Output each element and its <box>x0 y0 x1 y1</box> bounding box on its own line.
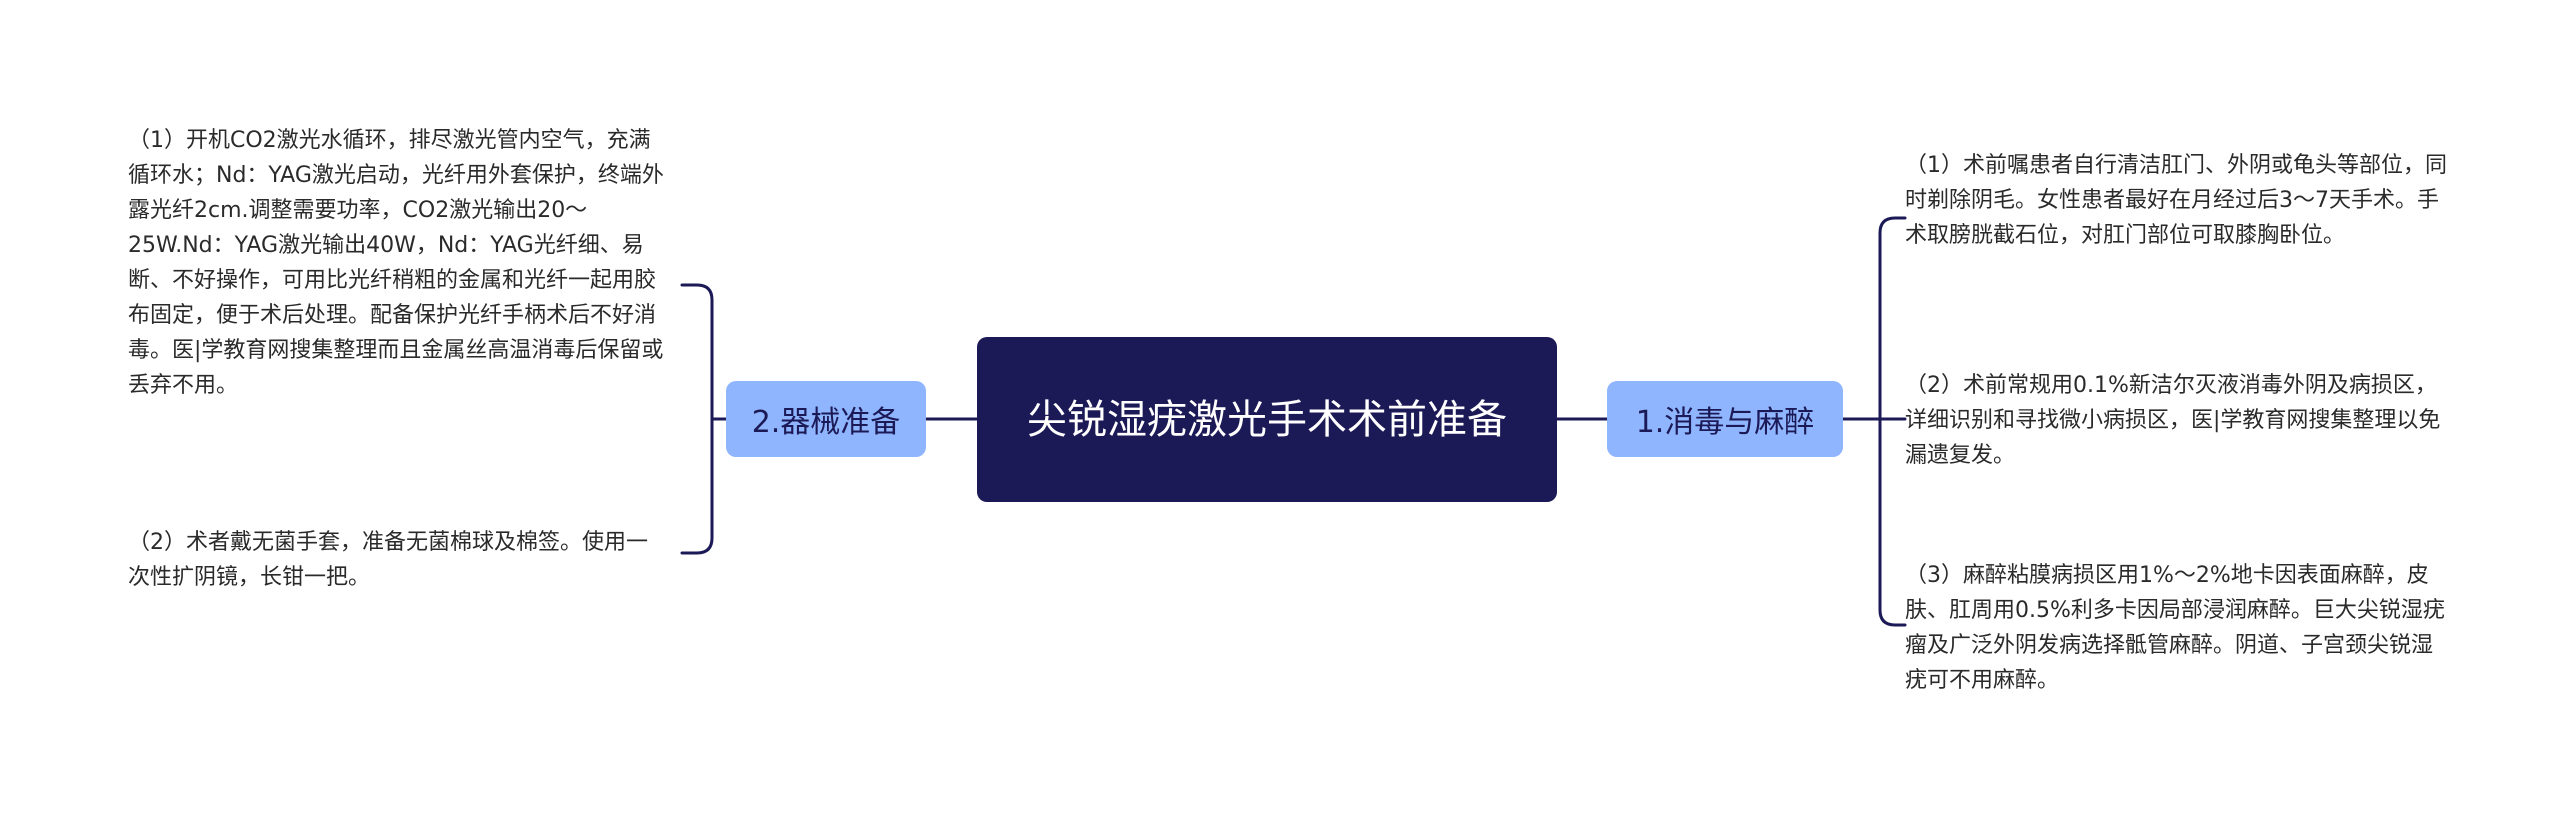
leaf-disinfection-1: （1）术前嘱患者自行清洁肛门、外阴或龟头等部位，同时剃除阴毛。女性患者最好在月经… <box>1905 153 2447 248</box>
root-label: 尖锐湿疣激光手术术前准备 <box>1027 396 1507 443</box>
branch-label-equipment: 2.器械准备 <box>751 405 901 440</box>
connector-left-bracket <box>680 283 728 555</box>
branch-node-equipment[interactable]: 2.器械准备 <box>726 381 926 457</box>
connector-right-bracket <box>1841 216 1907 627</box>
leaf-equipment-2: （2）术者戴无菌手套，准备无菌棉球及棉签。使用一次性扩阴镜，长钳一把。 <box>128 530 648 590</box>
leaf-disinfection-2: （2）术前常规用0.1%新洁尔灭液消毒外阴及病损区，详细识别和寻找微小病损区，医… <box>1905 373 2441 468</box>
leaf-disinfection-3: （3）麻醉粘膜病损区用1%～2%地卡因表面麻醉，皮肤、肛周用0.5%利多卡因局部… <box>1905 563 2445 693</box>
leaf-equipment-1: （1）开机CO2激光水循环，排尽激光管内空气，充满循环水；Nd：YAG激光启动，… <box>128 128 664 398</box>
branch-label-disinfection: 1.消毒与麻醉 <box>1635 405 1815 440</box>
branch-node-disinfection[interactable]: 1.消毒与麻醉 <box>1607 381 1843 457</box>
root-node[interactable]: 尖锐湿疣激光手术术前准备 <box>977 337 1557 502</box>
